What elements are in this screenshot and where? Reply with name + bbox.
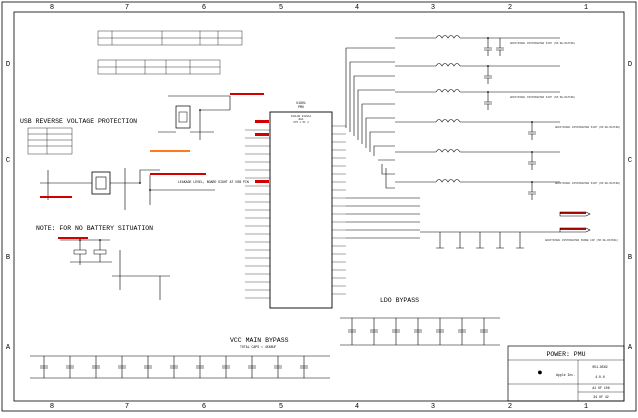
col-label-bottom: 5	[279, 403, 283, 411]
row-label-right: A	[628, 344, 633, 352]
pmu-name: PMU	[298, 105, 304, 109]
row-label-left: D	[6, 61, 10, 69]
row-label-right: B	[628, 254, 632, 262]
row-label-left: C	[6, 157, 10, 165]
title-block-title: POWER: PMU	[546, 351, 585, 358]
col-label-top: 2	[508, 4, 512, 12]
col-label-top: 1	[584, 4, 588, 12]
pmu-part-line: SYM 1 OF 2	[293, 121, 309, 124]
usb-protection-fet	[40, 168, 215, 210]
output-capacitors	[484, 37, 560, 200]
col-label-top: 3	[431, 4, 435, 12]
row-label-left: A	[6, 344, 11, 352]
junction-dots	[79, 37, 533, 241]
additional-note: ADDITIONAL DISTRIBUTED SICP (SO DE-RATIN…	[555, 181, 621, 185]
inductor-column	[395, 35, 520, 183]
row-labels-left: D C B A	[6, 61, 11, 352]
ldo-bypass-caps	[340, 317, 500, 346]
pmu-part-line: DIALOG D1881A	[291, 115, 312, 118]
battery-circuit	[60, 239, 170, 300]
column-labels-top: 8 7 6 5 4 3 2 1	[50, 4, 588, 12]
apple-logo-icon: ●	[537, 368, 542, 378]
row-labels-right: D C B A	[628, 61, 633, 352]
power-net-traces	[40, 93, 586, 239]
col-label-top: 5	[279, 4, 283, 12]
ldo-bypass-title: LDO BYPASS	[380, 297, 419, 304]
title-block-sheet: A1 OF 108	[592, 386, 609, 390]
row-label-right: D	[628, 61, 632, 69]
additional-note: ADDITIONAL DISTRIBUTED SICP (SO DE-RATIN…	[555, 125, 621, 129]
row-label-left: B	[6, 254, 10, 262]
column-labels-bottom: 8 7 6 5 4 3 2 1	[50, 403, 588, 411]
col-label-top: 6	[202, 4, 206, 12]
title-block-company: Apple Inc.	[556, 373, 575, 377]
additional-note: ADDITIONAL DISTRIBUTED SICP (SO DE-RATIN…	[510, 95, 576, 99]
title-block-page: 34 OF 42	[593, 395, 608, 399]
buck-output-bus	[345, 47, 420, 239]
title-block-revision: 4.0.0	[595, 375, 605, 379]
col-label-bottom: 8	[50, 403, 54, 411]
pmu-refdes: U1801	[296, 101, 306, 105]
col-label-top: 7	[125, 4, 129, 12]
vcc-bypass-caps	[30, 355, 330, 379]
right-bypass-row	[420, 231, 560, 249]
col-label-top: 4	[355, 4, 359, 12]
pmu-part-line: BGA	[299, 118, 304, 121]
col-label-bottom: 6	[202, 403, 206, 411]
additional-note: ADDITIONAL DISTRIBUTED SICP (SO DE-RATIN…	[510, 41, 576, 45]
row-label-right: C	[628, 157, 632, 165]
usb-protection-title: USB REVERSE VOLTAGE PROTECTION	[20, 118, 137, 125]
right-net-flags	[559, 211, 591, 233]
col-label-bottom: 7	[125, 403, 129, 411]
title-block-drawing-number: 051-8562	[592, 365, 607, 369]
col-label-bottom: 2	[508, 403, 512, 411]
col-label-bottom: 4	[355, 403, 359, 411]
additional-note: ADDITIONAL DISTRIBUTED PHONE CAP (SO DE-…	[545, 238, 619, 242]
option-table-middle	[97, 59, 221, 75]
vcc-bypass-subtitle: TOTAL CAPS = 4X68UF	[240, 345, 276, 349]
sheet-border-inner	[13, 11, 625, 402]
vcc-bypass-title: VCC MAIN BYPASS	[230, 337, 289, 344]
leakage-note: LEAKAGE LEVEL, BOARD SIGHT AT USB PIN	[178, 180, 249, 184]
option-table-top	[97, 30, 243, 46]
title-block: POWER: PMU ● Apple Inc. 051-8562 4.0.0 A…	[507, 345, 625, 402]
battery-note: NOTE: FOR NO BATTERY SITUATION	[36, 225, 153, 232]
col-label-top: 8	[50, 4, 54, 12]
charger-fet-block	[158, 95, 231, 140]
col-label-bottom: 1	[584, 403, 588, 411]
col-label-bottom: 3	[431, 403, 435, 411]
usb-protection-table	[27, 127, 73, 155]
pmu-symbol: U1801 PMU DIALOG D1881A BGA SYM 1 OF 2	[245, 101, 346, 309]
